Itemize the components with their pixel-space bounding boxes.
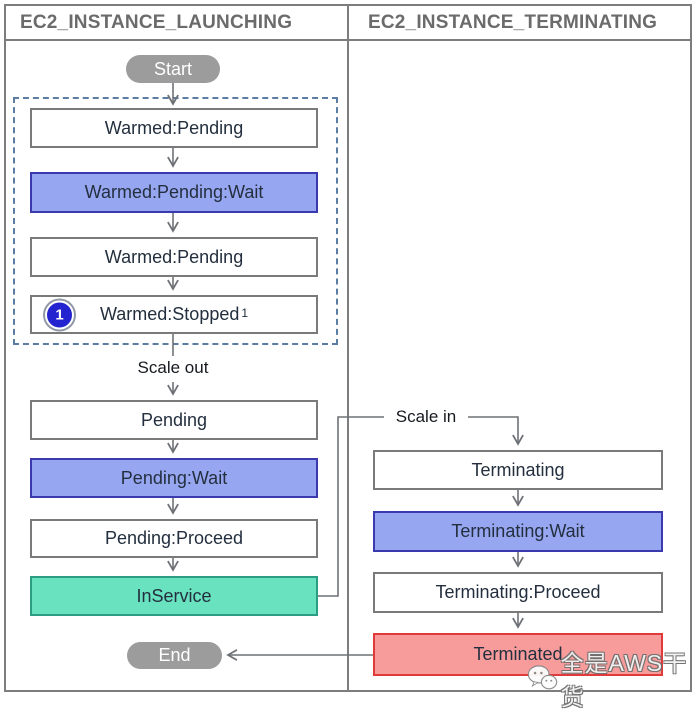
lifecycle-diagram: EC2_INSTANCE_LAUNCHING EC2_INSTANCE_TERM… (4, 4, 692, 710)
state-warmed-pending-2: Warmed:Pending (30, 237, 318, 277)
numbered-badge-icon: 1 (45, 300, 74, 329)
scale-out-label: Scale out (118, 358, 228, 378)
column-divider (347, 6, 349, 690)
diagram-outer-border (4, 4, 692, 692)
state-pending-wait: Pending:Wait (30, 458, 318, 498)
state-in-service: InService (30, 576, 318, 616)
state-warmed-pending-1: Warmed:Pending (30, 108, 318, 148)
header-band: EC2_INSTANCE_LAUNCHING EC2_INSTANCE_TERM… (6, 6, 690, 41)
warmed-stopped-label: Warmed:Stopped (99, 304, 240, 324)
watermark-text: 全是AWS干货 (560, 650, 688, 710)
start-node: Start (126, 55, 220, 83)
end-node: End (127, 642, 222, 669)
scale-in-label: Scale in (386, 407, 466, 427)
footnote-marker: 1 (241, 305, 249, 320)
wechat-icon (527, 665, 558, 690)
state-pending-proceed: Pending:Proceed (30, 519, 318, 558)
state-terminating: Terminating (373, 450, 663, 490)
header-launching: EC2_INSTANCE_LAUNCHING (20, 11, 293, 33)
state-warmed-pending-wait: Warmed:Pending:Wait (30, 172, 318, 213)
state-pending: Pending (30, 400, 318, 440)
state-terminating-proceed: Terminating:Proceed (373, 572, 663, 613)
state-terminated: Terminated (373, 633, 663, 676)
header-terminating: EC2_INSTANCE_TERMINATING (368, 11, 658, 33)
state-terminating-wait: Terminating:Wait (373, 511, 663, 552)
watermark: 全是AWS干货 (527, 644, 696, 712)
